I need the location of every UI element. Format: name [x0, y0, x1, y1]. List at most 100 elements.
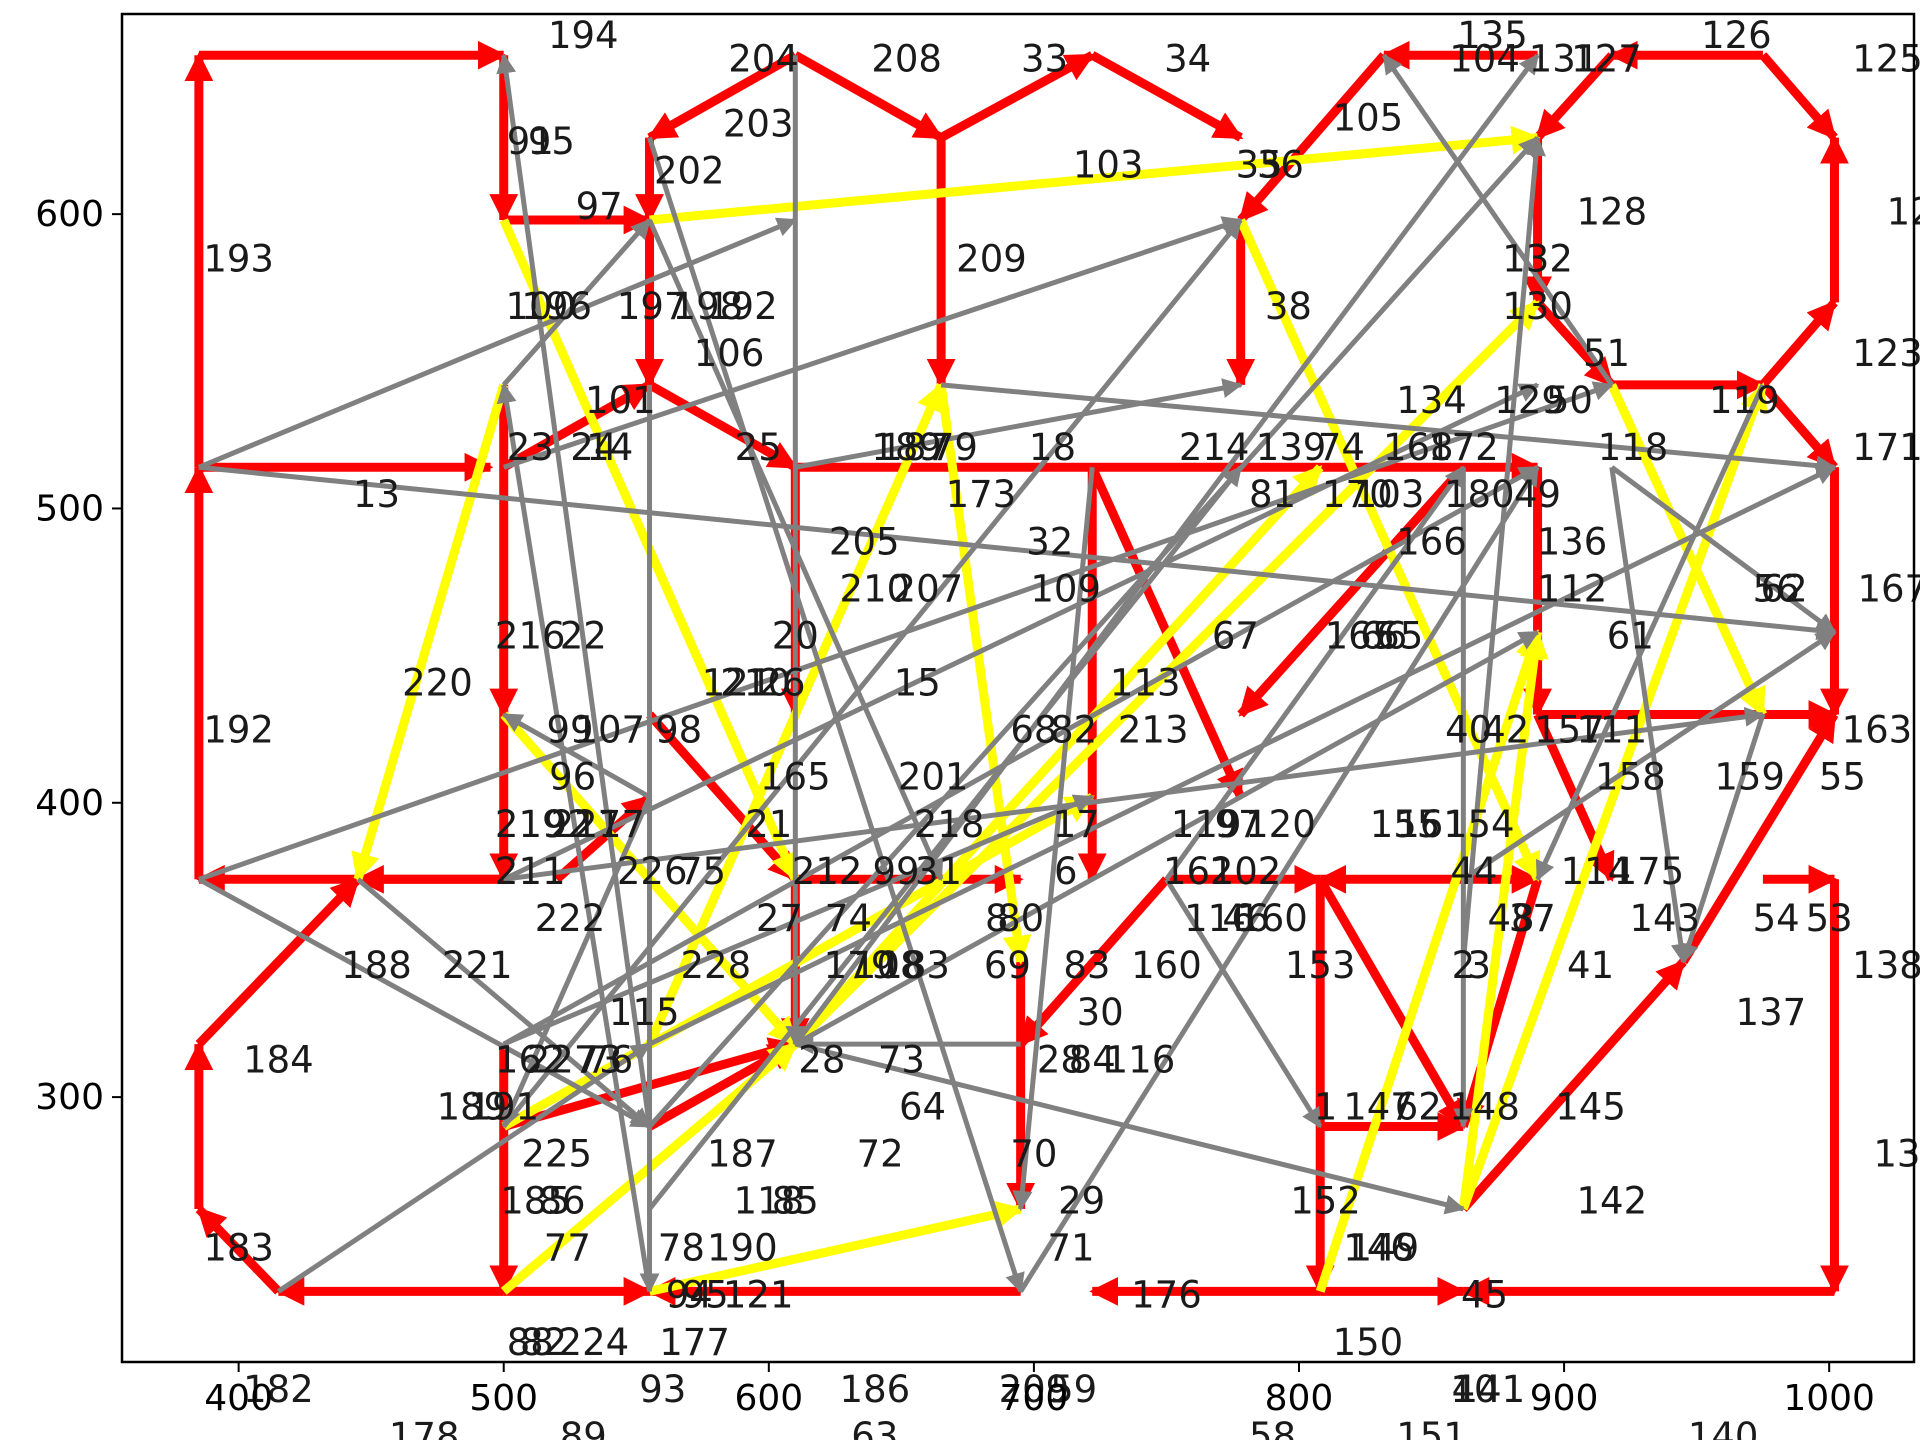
edge-61-100 [1610, 465, 1837, 635]
y-tick-label-400: 400 [35, 783, 104, 824]
edge-label-190-193: 190 [707, 1227, 778, 1270]
edge-118-97 [198, 381, 1614, 882]
edge-label-216-73: 216 [495, 614, 566, 657]
edge-label-85-186: 85 [772, 1180, 819, 1223]
edge-99-88 [496, 53, 653, 1127]
y-tick-label-300: 300 [35, 1077, 104, 1118]
edge-label-23-40: 23 [507, 426, 554, 469]
edge-label-51-33: 51 [1583, 332, 1630, 375]
edge-label-173-56: 173 [946, 473, 1017, 516]
edge-214-117 [794, 378, 1243, 470]
edge-label-118-53: 118 [1598, 426, 1669, 469]
edge-label-170-58: 170 [1322, 473, 1393, 516]
edge-175-126 [1535, 383, 1766, 882]
edge-label-189-170: 189 [437, 1085, 508, 1128]
edge-166-62 [1237, 464, 1467, 718]
edge-121-123 [647, 465, 1243, 1211]
edge-label-105-18: 105 [1333, 96, 1404, 139]
edge-204-35 [647, 51, 798, 142]
edge-label-81-57: 81 [1249, 473, 1296, 516]
edge-label-113-86: 113 [1110, 662, 1181, 705]
edge-label-115-157: 115 [609, 991, 680, 1034]
x-tick-label-400: 400 [204, 1378, 273, 1419]
edge-21-49 [646, 711, 799, 883]
edge-label-225-178: 225 [521, 1132, 592, 1175]
edge-label-26-84: 26 [759, 662, 806, 705]
edge-label-151-219: 151 [1396, 1415, 1467, 1440]
edge-label-82-203: 82 [520, 1321, 567, 1364]
edge-label-171-54: 171 [1852, 426, 1920, 469]
edge-label-6-124: 6 [1054, 850, 1078, 893]
edge-label-88-202: 88 [507, 1321, 554, 1364]
edge-label-228-145: 228 [680, 944, 751, 987]
edge-label-114-128: 114 [1561, 850, 1632, 893]
edge-label-153-152: 153 [1285, 944, 1356, 987]
edge-34-32 [1090, 51, 1244, 142]
edge-191-113 [197, 877, 652, 1129]
edge-label-82-92: 82 [1050, 709, 1097, 752]
edge-label-186-209: 186 [840, 1368, 911, 1411]
edge-label-221-144: 221 [442, 944, 513, 987]
edge-label-172-52: 172 [1428, 426, 1499, 469]
edge-label-37-139: 37 [1509, 897, 1556, 940]
edge-label-103-59: 103 [1354, 473, 1425, 516]
edge-label-46-136: 46 [1222, 897, 1269, 940]
edge-184-6 [195, 876, 362, 1048]
edge-label-25-43: 25 [735, 426, 782, 469]
edge-53-104 [1679, 713, 1766, 964]
edge-label-44-127: 44 [1450, 850, 1497, 893]
edge-label-213-93: 213 [1118, 709, 1189, 752]
edge-label-75-120: 75 [679, 850, 726, 893]
edge-label-112-69: 112 [1537, 567, 1608, 610]
edge-label-66-78: 66 [1360, 614, 1407, 657]
edge-label-192-31: 192 [707, 285, 778, 328]
edge-label-28-167: 28 [1037, 1038, 1084, 1081]
edge-225-114 [277, 1042, 652, 1294]
edge-label-120-114: 120 [1245, 803, 1316, 846]
edge-54-81 [1459, 382, 1768, 1211]
edge-label-62-71: 62 [1761, 567, 1808, 610]
edge-195-85 [197, 217, 798, 470]
edge-143-103 [1609, 466, 1691, 964]
edge-label-176-200: 176 [1131, 1274, 1202, 1317]
edge-label-154-117: 154 [1444, 803, 1515, 846]
x-tick-label-700: 700 [1000, 1378, 1069, 1419]
edge-label-219-105: 219 [495, 803, 566, 846]
edge-label-2-153: 2 [1452, 944, 1476, 987]
edge-123-22 [1759, 299, 1838, 388]
edge-label-119-112: 119 [1171, 803, 1242, 846]
edge-182-8 [195, 1205, 282, 1295]
edge-label-92-106: 92 [544, 803, 591, 846]
edge-label-104-10: 104 [1449, 38, 1520, 81]
edge-label-40-94: 40 [1445, 709, 1492, 752]
edge-label-131-11: 131 [1529, 38, 1600, 81]
edge-label-150-206: 150 [1333, 1321, 1404, 1364]
edge-127-26 [1534, 52, 1616, 141]
edge-label-189-44: 189 [871, 426, 942, 469]
edge-label-72-180: 72 [857, 1132, 904, 1175]
edge-label-111-97: 111 [1576, 709, 1647, 752]
edge-label-32-63: 32 [1026, 520, 1073, 563]
edge-24-124 [647, 219, 944, 882]
edge-label-192-87: 192 [203, 709, 274, 752]
edge-label-138-156: 138 [1852, 944, 1920, 987]
edge-label-116-169: 116 [1105, 1038, 1176, 1081]
edge-label-161-116: 161 [1396, 803, 1467, 846]
edge-106-86 [502, 216, 1243, 470]
edge-label-89-216: 89 [560, 1415, 607, 1440]
y-tick-label-500: 500 [35, 488, 104, 529]
edge-label-69-149: 69 [984, 944, 1031, 987]
edge-220-70 [351, 383, 509, 883]
edge-label-77-191: 77 [544, 1227, 591, 1270]
edge-label-59-211: 59 [1050, 1368, 1097, 1411]
edge-213-122 [1012, 467, 1095, 1211]
edge-label-73-166: 73 [878, 1038, 925, 1081]
edge-117-120 [501, 712, 651, 800]
edge-label-183-190: 183 [203, 1227, 274, 1270]
edge-112-99 [648, 465, 1837, 1047]
edge-label-76-164: 76 [586, 1038, 633, 1081]
edge-label-210-83: 210 [720, 662, 791, 705]
edge-25-43 [647, 380, 798, 472]
edge-label-68-91: 68 [1010, 709, 1057, 752]
